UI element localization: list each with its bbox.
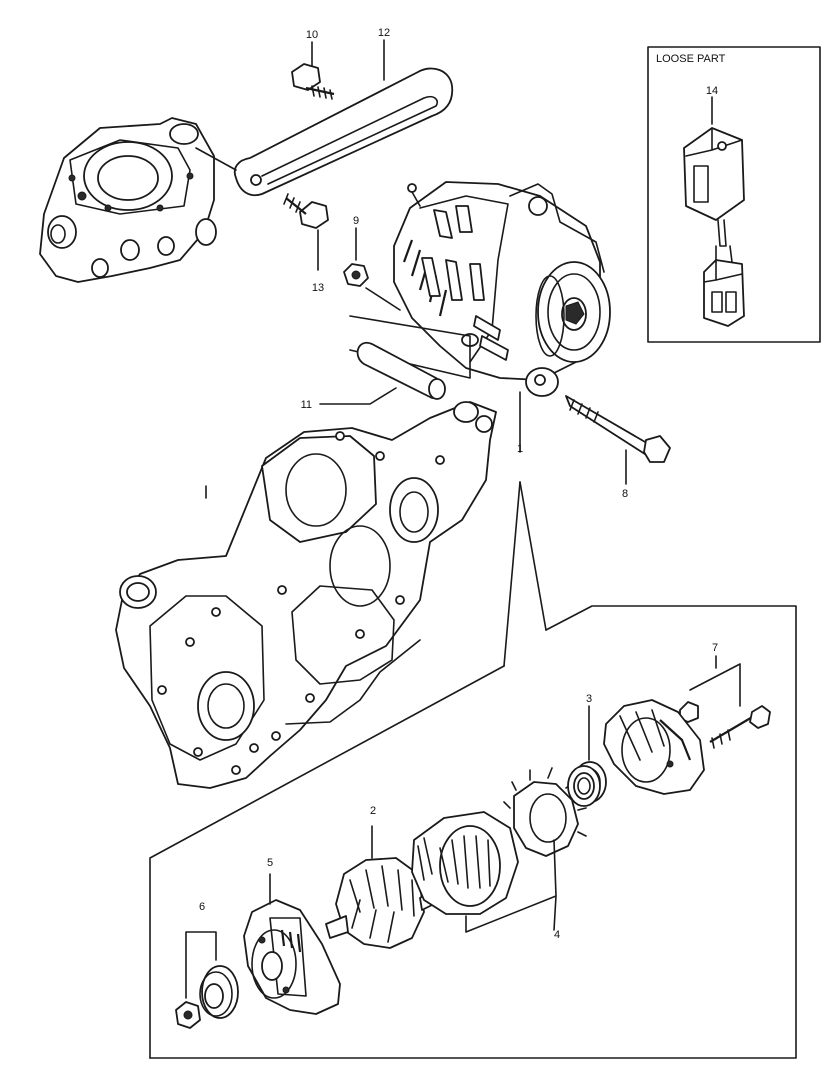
upper-leader-lines [311, 39, 385, 271]
timing-gear-case [115, 401, 497, 789]
callout-9: 9 [353, 215, 359, 227]
callout-1: 1 [517, 443, 523, 455]
bolt-10-part [291, 63, 335, 100]
callout-11: 11 [301, 399, 312, 411]
callout-labels: 1 2 3 4 5 6 7 8 9 10 12 11 13 14 [199, 27, 718, 941]
callout-14: 14 [706, 85, 718, 97]
callout-2: 2 [370, 805, 376, 817]
callout-13: 13 [312, 282, 324, 294]
rear-housing-part [603, 699, 705, 795]
stator-4-part [411, 767, 587, 933]
front-housing-5-part [243, 873, 341, 1015]
callout-3: 3 [586, 693, 592, 705]
loose-part-box: LOOSE PART [647, 46, 821, 343]
bearing-3-part [567, 705, 607, 807]
alternator-assembly [393, 181, 611, 397]
nut-9-part [343, 263, 401, 311]
callout-6: 6 [199, 901, 205, 913]
fasteners-7-part [679, 655, 771, 749]
adjusting-bracket-part [233, 67, 454, 197]
regulator-relay-part [683, 127, 745, 327]
thermostat-housing [39, 117, 237, 283]
callout-7: 7 [712, 642, 718, 654]
spacer-11-part [319, 315, 471, 405]
callout-4: 4 [554, 929, 560, 941]
bolt-13-part [283, 193, 329, 229]
callout-12: 12 [378, 27, 390, 39]
callout-8: 8 [622, 488, 628, 500]
pulley-6-part [175, 931, 239, 1029]
exploded-view-frame [149, 391, 797, 1059]
bolt-8-part [565, 395, 671, 485]
callout-5: 5 [267, 857, 273, 869]
loose-part-title: LOOSE PART [656, 53, 726, 65]
callout-10: 10 [306, 29, 318, 41]
